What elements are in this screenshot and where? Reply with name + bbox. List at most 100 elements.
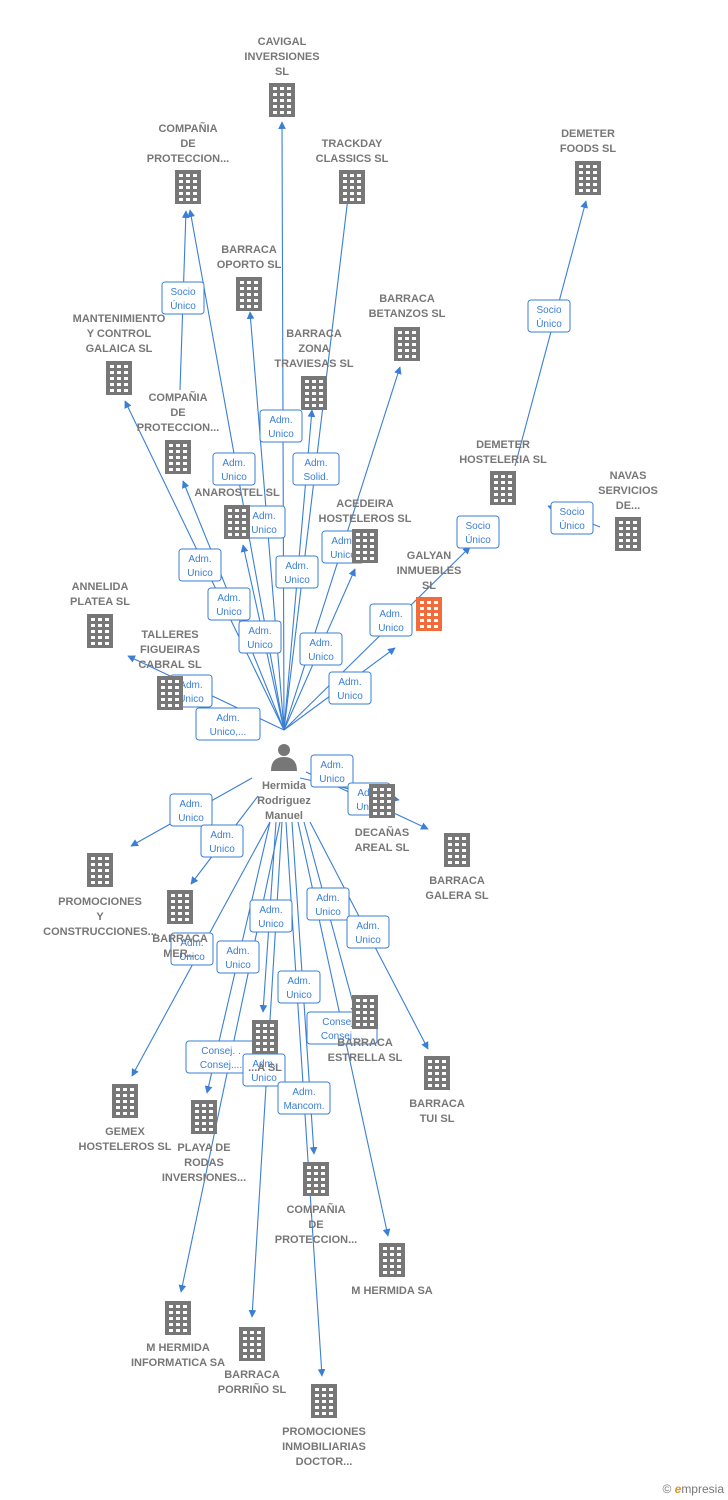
building-window	[455, 843, 459, 846]
role-badge[interactable]: Adm.Solid.	[292, 452, 340, 486]
company-node-navas[interactable]: NAVASSERVICIOSDE...	[598, 470, 658, 551]
building-window	[363, 1011, 367, 1014]
company-node-barraca_sl_mid[interactable]: ...A SL	[248, 1020, 282, 1074]
role-badge[interactable]: Adm.Unico	[346, 915, 390, 949]
building-window	[202, 1128, 206, 1131]
building-window	[171, 918, 175, 921]
building-window	[247, 287, 251, 290]
building-window	[161, 704, 165, 707]
building-window	[305, 380, 309, 383]
building-window	[405, 331, 409, 334]
building-window	[123, 1088, 127, 1091]
building-window	[256, 1048, 260, 1051]
role-badge[interactable]: Adm.Unico	[277, 970, 321, 1004]
company-node-compania3[interactable]: COMPAÑIADEPROTECCION...	[275, 1162, 358, 1246]
company-label: PROMOCIONES	[58, 896, 142, 908]
building-window	[448, 861, 452, 864]
role-badge[interactable]: Adm.Unico	[242, 1053, 286, 1087]
company-label: BARRACA	[409, 1098, 465, 1110]
building-window	[442, 1078, 446, 1081]
role-badge[interactable]: Adm.Unico	[178, 548, 222, 582]
building-window	[105, 875, 109, 878]
company-node-barraca_mer[interactable]: BARRACAMER...	[152, 890, 208, 960]
badge-box	[216, 940, 260, 974]
role-badge[interactable]: Adm.Unico	[249, 899, 293, 933]
building-window	[633, 539, 637, 542]
building-window	[390, 1265, 394, 1268]
role-badge[interactable]: Adm.Unico	[259, 409, 303, 443]
company-label: INFORMATICA SA	[131, 1357, 225, 1369]
company-node-playa[interactable]: PLAYA DERODASINVERSIONES...	[162, 1100, 246, 1184]
role-badge[interactable]: Adm.Unico	[207, 587, 251, 621]
company-node-promociones_inm[interactable]: PROMOCIONESINMOBILIARIASDOCTOR...	[282, 1384, 366, 1468]
role-badge[interactable]: Adm.Unico	[238, 620, 282, 654]
role-badge[interactable]: Adm.Mancom.	[277, 1081, 331, 1115]
building-window	[183, 444, 187, 447]
building-window	[356, 1017, 360, 1020]
role-badge[interactable]: Adm.Unico	[369, 603, 413, 637]
building-window	[494, 493, 498, 496]
role-badge[interactable]: Adm.Unico	[200, 824, 244, 858]
company-node-promociones_const[interactable]: PROMOCIONESYCONSTRUCCIONES...	[43, 853, 157, 938]
company-node-compania2[interactable]: COMPAÑIADEPROTECCION...	[137, 391, 220, 474]
badge-box	[169, 793, 213, 827]
building-window	[356, 557, 360, 560]
building-window	[350, 180, 354, 183]
building-window	[370, 1011, 374, 1014]
role-badge[interactable]: Adm.Unico	[299, 632, 343, 666]
role-badge[interactable]: Adm.Unico	[328, 671, 372, 705]
role-badge[interactable]: Adm.Unico,...	[195, 707, 261, 741]
company-label: FOODS SL	[560, 143, 617, 155]
role-badge[interactable]: Adm.Unico	[275, 555, 319, 589]
building-window	[287, 93, 291, 96]
company-node-m_hermida_sa[interactable]: M HERMIDA SA	[351, 1243, 433, 1297]
role-badge[interactable]: Adm.Unico	[212, 452, 256, 486]
building-window	[110, 389, 114, 392]
badge-text: Socio	[536, 305, 561, 316]
role-badge[interactable]: Adm.Unico	[169, 793, 213, 827]
building-icon	[379, 1243, 405, 1277]
badge-text: Adm.	[292, 1087, 315, 1098]
building-window	[363, 551, 367, 554]
building-window	[494, 499, 498, 502]
role-badge[interactable]: Adm.Unico	[310, 754, 354, 788]
badge-text: Unico	[221, 472, 247, 483]
role-badge[interactable]: Adm.Unico	[306, 887, 350, 921]
company-node-compania1[interactable]: COMPAÑIADEPROTECCION...	[147, 122, 230, 204]
role-badge[interactable]: Adm.Unico	[216, 940, 260, 974]
building-window	[579, 177, 583, 180]
building-window	[193, 186, 197, 189]
badge-box	[277, 1081, 331, 1115]
building-window	[193, 174, 197, 177]
company-node-anarostel[interactable]: ANAROSTEL SL	[194, 487, 280, 539]
role-badge[interactable]: Adm.Unico	[170, 932, 214, 966]
building-window	[494, 487, 498, 490]
building-window	[593, 171, 597, 174]
badge-box	[161, 281, 205, 315]
badge-text: Único	[465, 533, 491, 546]
